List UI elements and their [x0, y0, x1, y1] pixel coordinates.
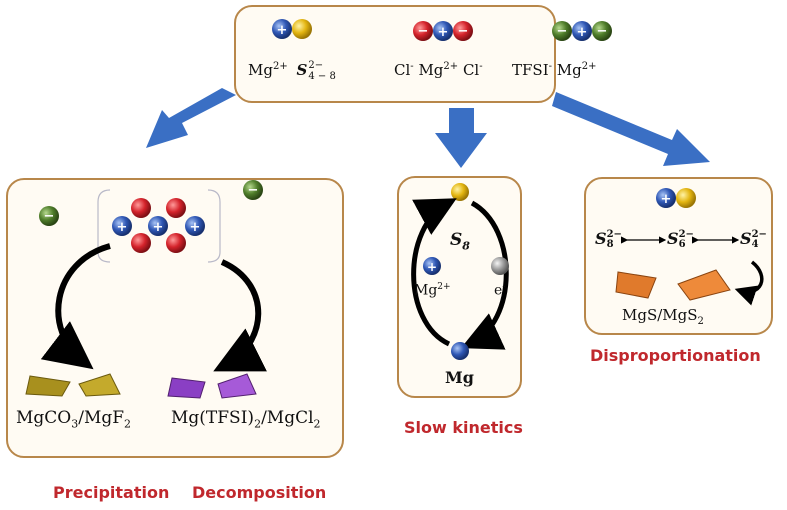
- mg-tfsi-label: TFSI- Mg2+: [512, 61, 597, 79]
- disproportionation-label: Disproportionation: [590, 346, 761, 365]
- mg-metal-label: Mg: [445, 368, 474, 387]
- arrow-to-right-panel: [552, 92, 710, 166]
- arrow-to-left-panel: [146, 88, 236, 148]
- svg-text:−: −: [597, 24, 608, 39]
- precipitate-crystals: [25, 373, 121, 397]
- svg-text:+: +: [277, 23, 288, 38]
- svg-text:−: −: [248, 183, 259, 198]
- arrow-to-middle-panel: [435, 108, 487, 168]
- ion-cluster: + + +: [112, 198, 205, 253]
- sulfur-atom: [451, 183, 469, 201]
- mg-tfsi-triple: − + −: [552, 21, 612, 41]
- sulfide-formula: MgS/MgS2: [622, 306, 704, 327]
- mg-polysulfide-pair-right: +: [656, 188, 696, 208]
- s8-label: S8: [450, 230, 470, 253]
- svg-text:−: −: [458, 24, 469, 39]
- disproportionation-curl-arrow: [734, 260, 764, 306]
- svg-text:+: +: [577, 25, 588, 40]
- svg-text:−: −: [44, 209, 55, 224]
- svg-text:+: +: [153, 220, 164, 235]
- svg-text:−: −: [418, 24, 429, 39]
- decomposition-formula: Mg(TFSI)2/MgCl2: [171, 408, 321, 431]
- precipitation-label: Precipitation: [53, 483, 170, 502]
- svg-text:+: +: [190, 220, 201, 235]
- mg-ion-sphere: +: [423, 257, 441, 275]
- mg-chloride-triple: − + −: [413, 21, 473, 41]
- mg-metal-sphere: [451, 342, 469, 360]
- svg-text:−: −: [557, 24, 568, 39]
- electron-label: e-: [494, 282, 506, 299]
- right-panel: [584, 177, 773, 335]
- svg-text:+: +: [661, 192, 672, 207]
- slow-kinetics-label: Slow kinetics: [404, 418, 523, 437]
- cycle-arrow-left: [411, 198, 457, 347]
- svg-text:+: +: [117, 220, 128, 235]
- decomposition-curved-arrow: [213, 259, 267, 372]
- mg-chloride-label: Cl- Mg2+ Cl-: [394, 61, 483, 79]
- precipitation-curved-arrow: [40, 243, 111, 370]
- decomposition-label: Decomposition: [192, 483, 327, 502]
- cluster-bracket: [97, 189, 221, 263]
- cycle-arrow-right: [460, 200, 509, 350]
- svg-text:+: +: [438, 25, 449, 40]
- electron-sphere: [491, 257, 509, 275]
- decomposition-crystals: [167, 373, 257, 399]
- precipitate-formula: MgCO3/MgF2: [16, 408, 132, 431]
- mg-polysulfide-pair: +: [272, 19, 312, 39]
- free-tfsi-anion-left: −: [39, 206, 59, 226]
- mg-ion-label: Mg2+: [414, 282, 451, 299]
- svg-text:+: +: [427, 260, 437, 274]
- free-tfsi-anion-right: −: [243, 180, 263, 200]
- sulfide-crystals: [615, 269, 731, 301]
- left-panel: [6, 178, 344, 458]
